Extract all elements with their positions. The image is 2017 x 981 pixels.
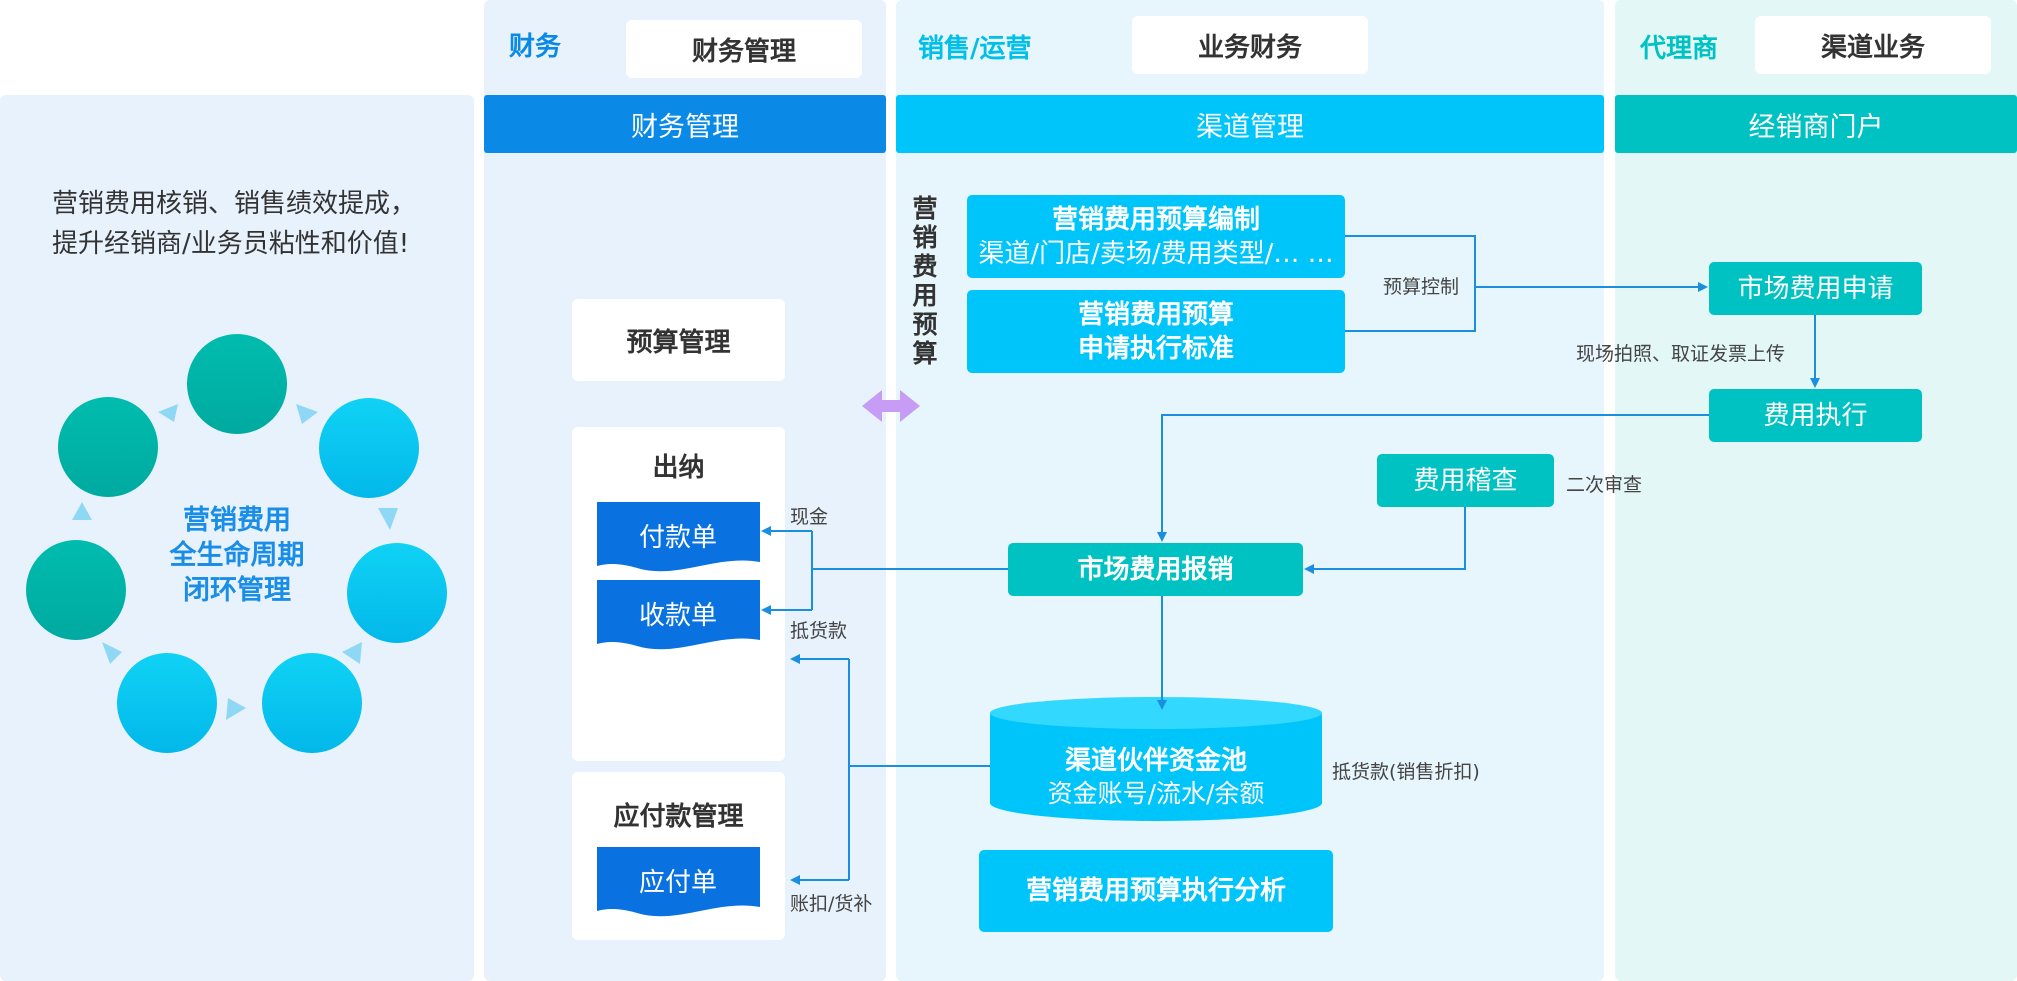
audit-label: 费用稽查: [1413, 465, 1518, 496]
goods-offset-label: 抵货款: [790, 620, 848, 642]
double-arrow-icon: [862, 390, 920, 422]
finance-header-bar: 财务管理: [484, 95, 886, 153]
sales-header-bar: 渠道管理: [896, 95, 1604, 153]
lifecycle-panel: [0, 95, 474, 981]
photo-upload-label: 现场拍照、取证发票上传: [1576, 343, 1786, 365]
audit-to-reimburse-arrow: [1304, 507, 1466, 574]
agent-column: [1615, 0, 2017, 981]
receipt-doc-label: 收款单: [639, 601, 717, 631]
agent-header-bar: 经销商门户: [1615, 95, 2017, 153]
payment-doc-label: 付款单: [639, 523, 717, 553]
audit-box[interactable]: 费用稽查: [1377, 454, 1554, 507]
payable-doc[interactable]: 应付单: [597, 847, 760, 919]
cycle-node-5: [117, 653, 217, 753]
finance-role-box: 财务管理: [626, 20, 862, 78]
cycle-node-7: [58, 397, 158, 497]
intro-line-1: 营销费用核销、销售绩效提成，: [52, 189, 417, 219]
payment-doc[interactable]: 付款单: [597, 502, 760, 574]
sales-role-label: 销售/运营: [918, 34, 1032, 64]
payable-doc-label: 应付单: [639, 868, 717, 898]
fee-execute-label: 费用执行: [1763, 400, 1868, 431]
finance-role-label: 财务: [509, 32, 562, 62]
budget-control-connector: [1345, 235, 1476, 332]
cycle-arrow-icon: [226, 698, 246, 720]
execute-to-reimburse-arrow: [1157, 414, 1709, 542]
fee-apply-box[interactable]: 市场费用申请: [1709, 262, 1922, 315]
budget-control-label: 预算控制: [1383, 276, 1460, 298]
payable-title: 应付款管理: [613, 802, 744, 832]
cycle-arrow-icon: [296, 404, 318, 424]
agent-role-box: 渠道业务: [1755, 16, 1991, 74]
budget-prep-line-1: 营销费用预算编制: [1051, 204, 1260, 235]
budget-mgmt-card: 预算管理: [572, 299, 785, 381]
analysis-box[interactable]: 营销费用预算执行分析: [979, 850, 1333, 932]
budget-mgmt-title: 预算管理: [626, 327, 731, 358]
cashier-title: 出纳: [652, 453, 705, 483]
cycle-arrow-icon: [342, 642, 362, 664]
second-review-label: 二次审查: [1566, 474, 1643, 496]
cycle-center-line-3: 闭环管理: [183, 575, 291, 606]
cycle-node-4: [262, 653, 362, 753]
intro-text: 营销费用核销、销售绩效提成， 提升经销商/业务员粘性和价值!: [52, 184, 462, 264]
cycle-arrows: [72, 404, 398, 720]
reimburse-label: 市场费用报销: [1077, 554, 1234, 585]
deduct-label: 账扣/货补: [790, 893, 873, 915]
receipt-doc[interactable]: 收款单: [597, 580, 760, 652]
fund-pool[interactable]: 渠道伙伴资金池 资金账号/流水/余额: [988, 695, 1324, 825]
intro-line-2: 提升经销商/业务员粘性和价值!: [52, 229, 410, 259]
lifecycle-cycle-diagram: 营销费用 全生命周期 闭环管理: [26, 334, 447, 753]
cycle-node-3: [347, 543, 447, 643]
budget-vertical-label: 营销费用预算: [912, 194, 938, 368]
budget-prep-box[interactable]: 营销费用预算编制 渠道/门店/卖场/费用类型/… …: [967, 195, 1345, 278]
cycle-arrow-icon: [102, 642, 122, 664]
goods-offset-discount-label: 抵货款(销售折扣): [1332, 761, 1480, 783]
cycle-center-line-1: 营销费用: [183, 505, 291, 536]
cycle-node-2: [319, 398, 419, 498]
budget-standard-box[interactable]: 营销费用预算 申请执行标准: [967, 290, 1345, 373]
fee-apply-label: 市场费用申请: [1737, 273, 1894, 304]
cycle-arrow-icon: [158, 404, 178, 422]
cycle-arrow-icon: [72, 502, 92, 520]
analysis-label: 营销费用预算执行分析: [1025, 876, 1286, 906]
agent-role-label: 代理商: [1640, 34, 1719, 64]
budget-standard-line-2: 申请执行标准: [1077, 333, 1234, 364]
cycle-center-line-2: 全生命周期: [169, 539, 305, 571]
fund-pool-line-2: 资金账号/流水/余额: [1048, 779, 1265, 808]
cash-label: 现金: [790, 506, 829, 528]
cycle-node-6: [26, 540, 126, 640]
fund-pool-line-1: 渠道伙伴资金池: [1065, 745, 1247, 776]
reimburse-box[interactable]: 市场费用报销: [1008, 543, 1303, 596]
sales-role-box: 业务财务: [1132, 16, 1368, 74]
budget-standard-line-1: 营销费用预算: [1077, 299, 1234, 330]
fee-execute-box[interactable]: 费用执行: [1709, 389, 1922, 442]
cycle-node-1: [187, 334, 287, 434]
cycle-arrow-icon: [378, 508, 398, 530]
budget-prep-line-2: 渠道/门店/卖场/费用类型/… …: [978, 238, 1334, 269]
